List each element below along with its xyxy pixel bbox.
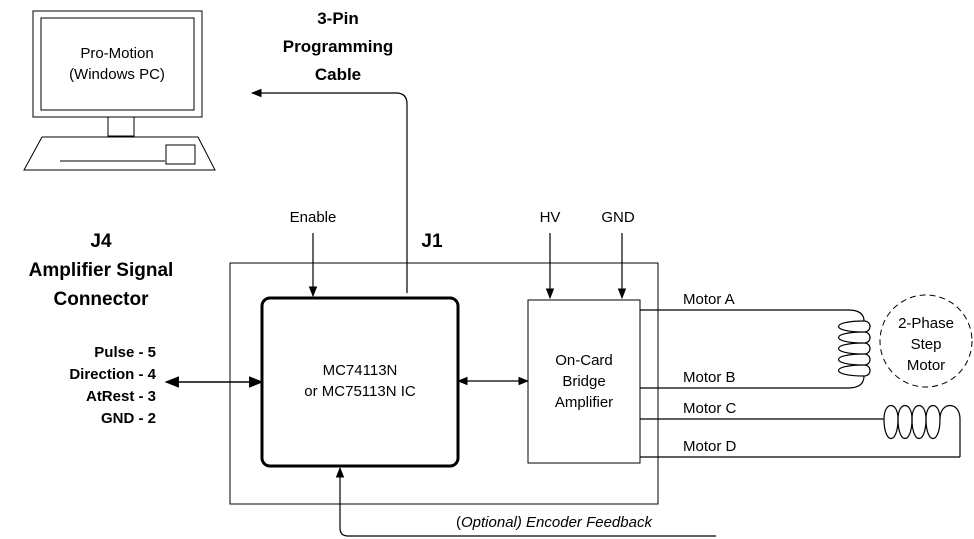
- pc-label-line1: Pro-Motion: [80, 45, 153, 62]
- j4-subtitle-line2: Connector: [54, 289, 150, 310]
- encoder-feedback-wire: [335, 466, 716, 537]
- ic-label-line2: or MC75113N IC: [304, 383, 416, 400]
- cable-label-line3: Cable: [315, 65, 361, 84]
- encoder-feedback-label: (Optional) Encoder Feedback: [456, 514, 653, 531]
- motor-coil-cd: [883, 404, 961, 457]
- motor-b-label: Motor B: [683, 369, 736, 386]
- pc-icon: [23, 10, 216, 171]
- motor-label-line1: 2-Phase: [898, 315, 954, 332]
- motor-label-line2: Step: [911, 336, 942, 353]
- motor-a-label: Motor A: [683, 291, 735, 308]
- cable-label-line2: Programming: [283, 37, 394, 56]
- motor-label-line3: Motor: [907, 357, 945, 374]
- j1-label: J1: [421, 231, 443, 252]
- ic-label-line1: MC74113N: [323, 362, 398, 379]
- pin-direction: Direction - 4: [69, 366, 156, 383]
- gnd-label: GND: [601, 209, 635, 226]
- pin-gnd: GND - 2: [101, 410, 156, 427]
- programming-cable-wire: [250, 88, 408, 293]
- pin-atrest: AtRest - 3: [86, 388, 156, 405]
- bridge-label-line1: On-Card: [555, 352, 613, 369]
- cable-label-line1: 3-Pin: [317, 9, 359, 28]
- step-motor-outline: [879, 294, 973, 388]
- enable-label: Enable: [290, 209, 337, 226]
- j4-subtitle-line1: Amplifier Signal: [29, 260, 174, 281]
- motor-d-label: Motor D: [683, 438, 737, 455]
- ic-block: [260, 296, 460, 468]
- pin-pulse: Pulse - 5: [94, 344, 156, 361]
- pc-label-line2: (Windows PC): [69, 66, 165, 83]
- hv-label: HV: [540, 209, 561, 226]
- bridge-block: [527, 299, 641, 464]
- motor-coil-ab: [838, 309, 871, 389]
- motor-c-label: Motor C: [683, 400, 737, 417]
- bridge-label-line2: Bridge: [562, 373, 605, 390]
- optional-label: Optional: [461, 514, 518, 531]
- j4-label: J4: [90, 231, 112, 252]
- bridge-label-line3: Amplifier: [555, 394, 613, 411]
